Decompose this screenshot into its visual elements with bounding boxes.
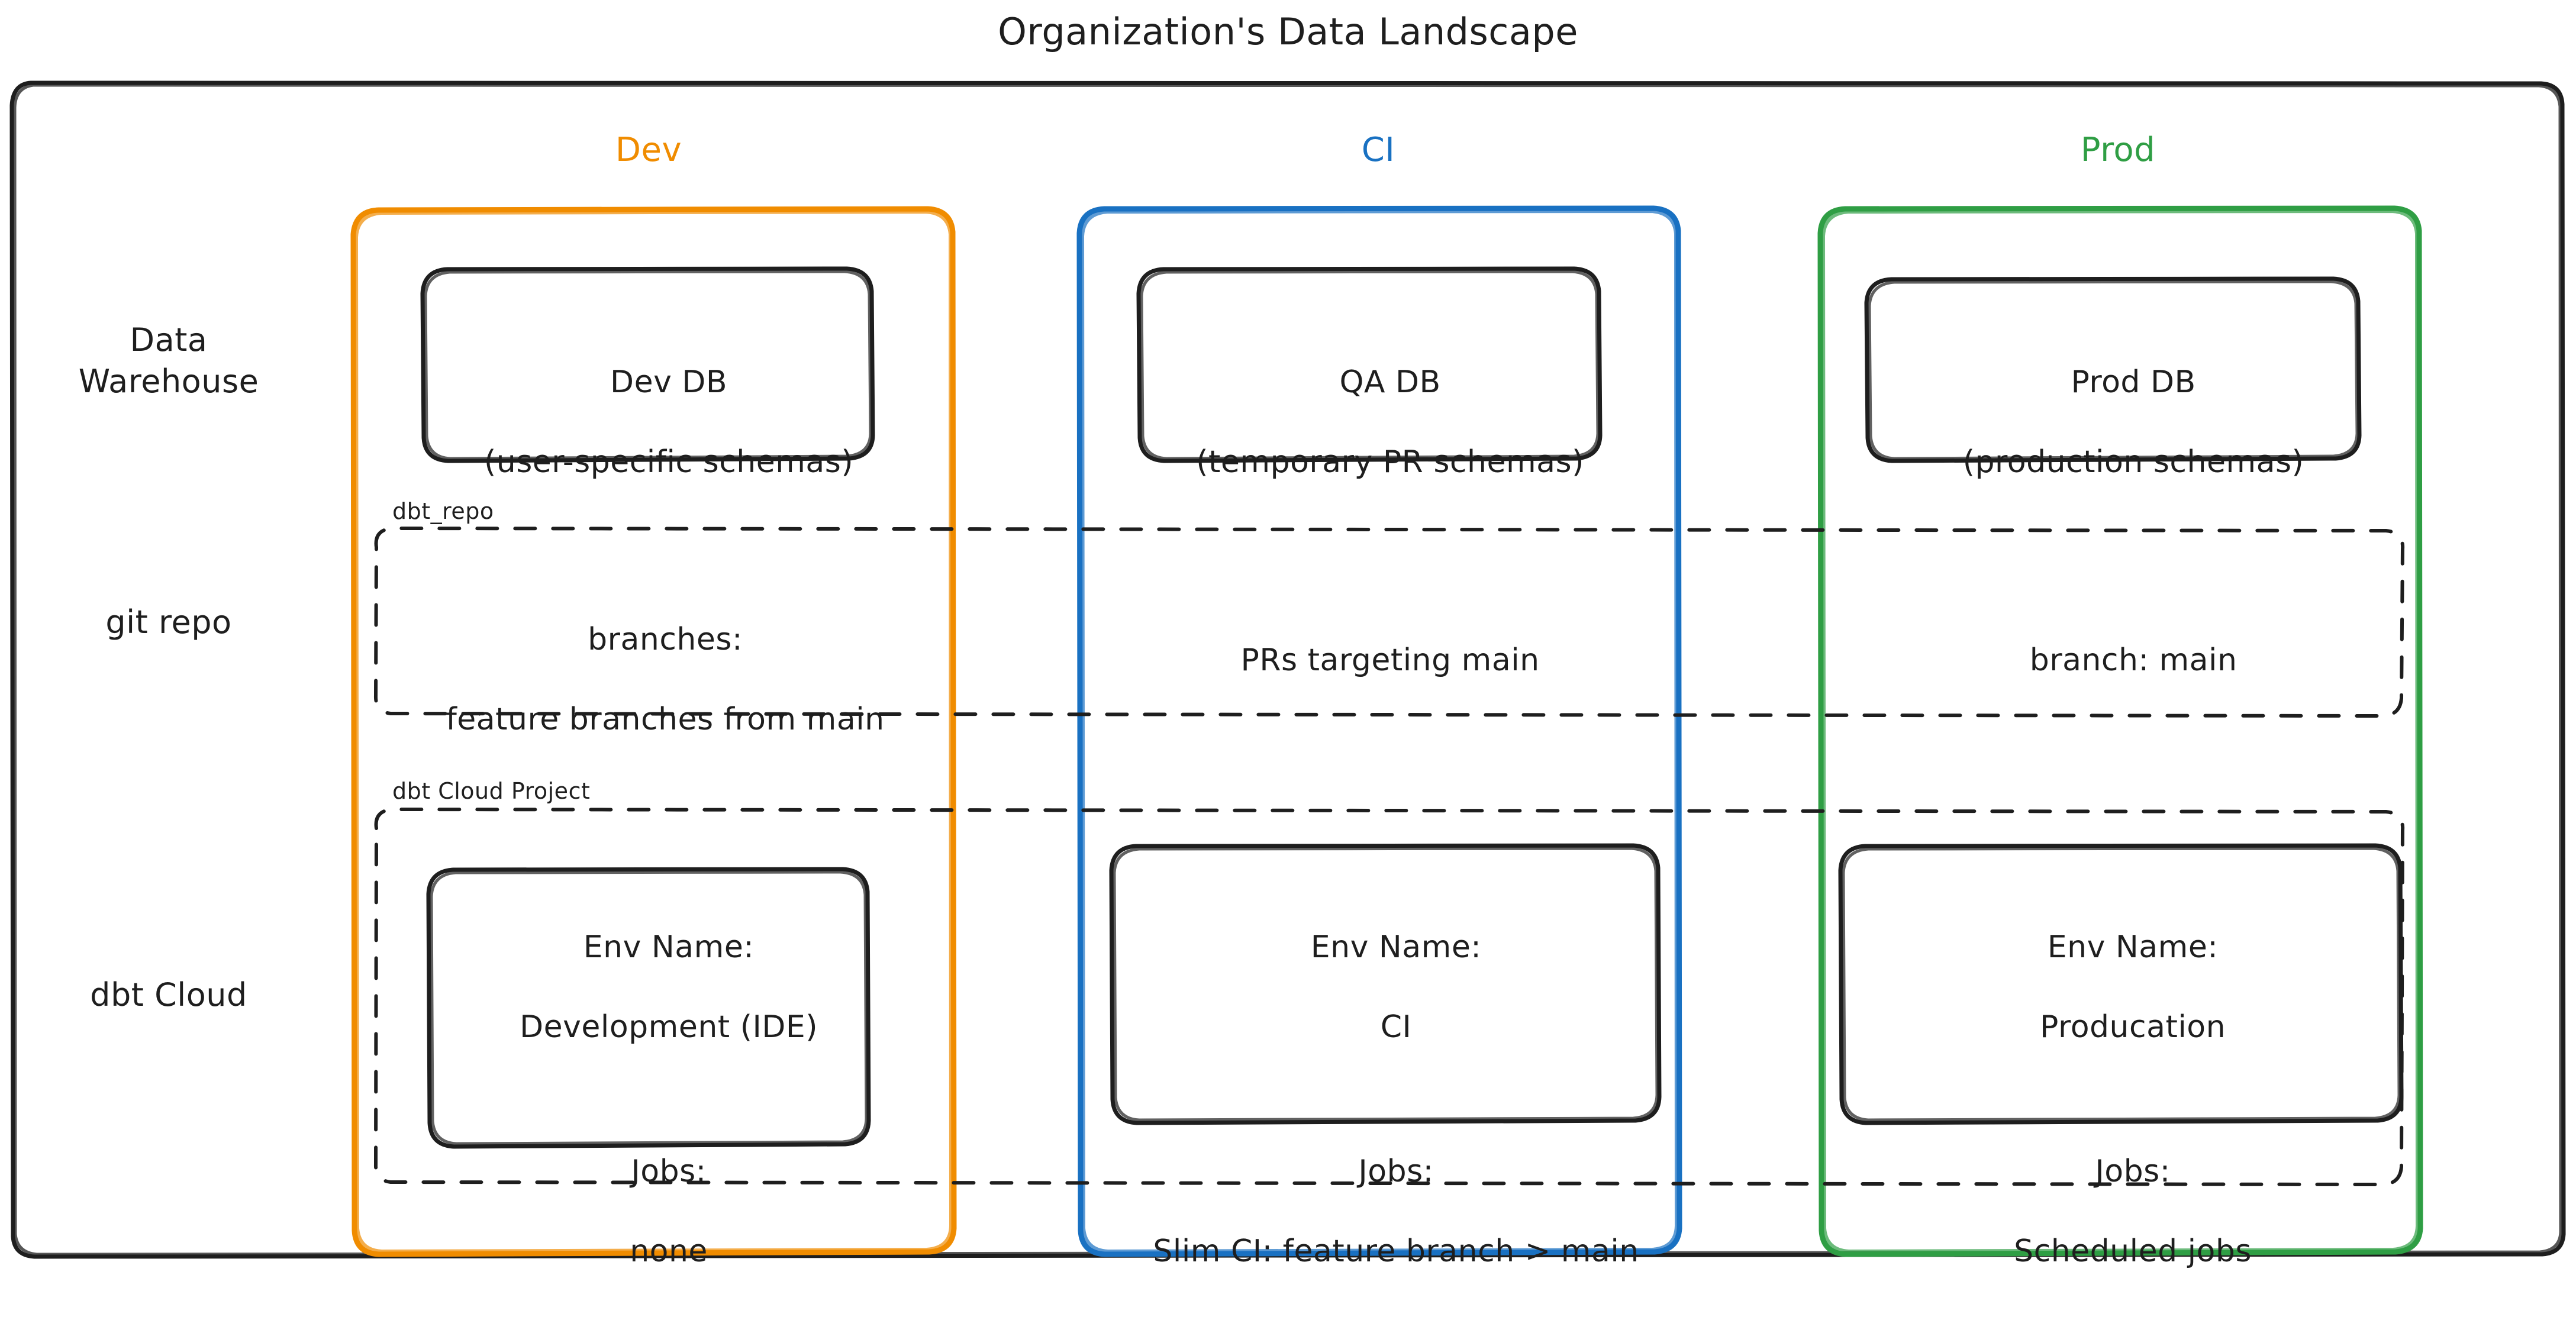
row-label-dbt-cloud: dbt Cloud [90, 976, 247, 1013]
column-header-ci: CI [1361, 131, 1395, 169]
cloud-dev-env-label: Env Name: [583, 929, 755, 965]
column-header-prod: Prod [2080, 131, 2156, 169]
git-dev-line1: branches: [588, 621, 743, 657]
dw-prod-line2: (production schemas) [1962, 444, 2304, 480]
dw-prod-node-text: Prod DB (production schemas) [1885, 322, 2341, 522]
git-ci-line1: PRs targeting main [1240, 642, 1540, 678]
column-header-dev: Dev [615, 131, 682, 169]
group-label-dbt-cloud-project: dbt Cloud Project [392, 778, 591, 804]
cloud-prod-jobs-value: Scheduled jobs [2014, 1234, 2252, 1270]
git-prod-text: branch: main [1885, 601, 2341, 721]
cloud-prod-env-value: Producation [2040, 1009, 2226, 1045]
dw-ci-line1: QA DB [1339, 364, 1441, 400]
dw-dev-line1: Dev DB [610, 364, 728, 400]
cloud-prod-spacer [1846, 1087, 2379, 1112]
dw-ci-line2: (temporary PR schemas) [1196, 444, 1584, 480]
dw-ci-node-text: QA DB (temporary PR schemas) [1142, 322, 1598, 522]
cloud-dev-node-text: Env Name: Development (IDE) Jobs: none [424, 887, 873, 1312]
cloud-ci-jobs-label: Jobs: [1358, 1154, 1434, 1190]
cloud-prod-jobs-label: Jobs: [2095, 1154, 2171, 1190]
cloud-prod-env-label: Env Name: [2047, 929, 2219, 965]
git-dev-line2: feature branches from main [446, 701, 885, 737]
page-title: Organization's Data Landscape [998, 10, 1578, 53]
git-ci-text: PRs targeting main [1142, 601, 1598, 721]
cloud-ci-node-text: Env Name: CI Jobs: Slim CI: feature bran… [1101, 887, 1651, 1312]
git-prod-line1: branch: main [2029, 642, 2238, 678]
cloud-dev-jobs-value: none [630, 1234, 708, 1270]
cloud-ci-env-label: Env Name: [1310, 929, 1482, 965]
dw-dev-node-text: Dev DB (user-specific schemas) [424, 322, 873, 522]
git-dev-text: branches: feature branches from main [391, 580, 899, 780]
cloud-prod-node-text: Env Name: Producation Jobs: Scheduled jo… [1846, 887, 2379, 1312]
cloud-ci-jobs-value: Slim CI: feature branch > main [1153, 1234, 1639, 1270]
group-label-dbt-repo: dbt_repo [392, 498, 494, 524]
cloud-dev-jobs-label: Jobs: [631, 1154, 707, 1190]
dw-dev-line2: (user-specific schemas) [483, 444, 854, 480]
dw-prod-line1: Prod DB [2071, 364, 2196, 400]
cloud-ci-spacer [1101, 1087, 1651, 1112]
cloud-dev-env-value: Development (IDE) [520, 1009, 818, 1045]
cloud-dev-spacer [424, 1087, 873, 1112]
row-label-git-repo: git repo [105, 603, 232, 641]
cloud-ci-env-value: CI [1380, 1009, 1412, 1045]
